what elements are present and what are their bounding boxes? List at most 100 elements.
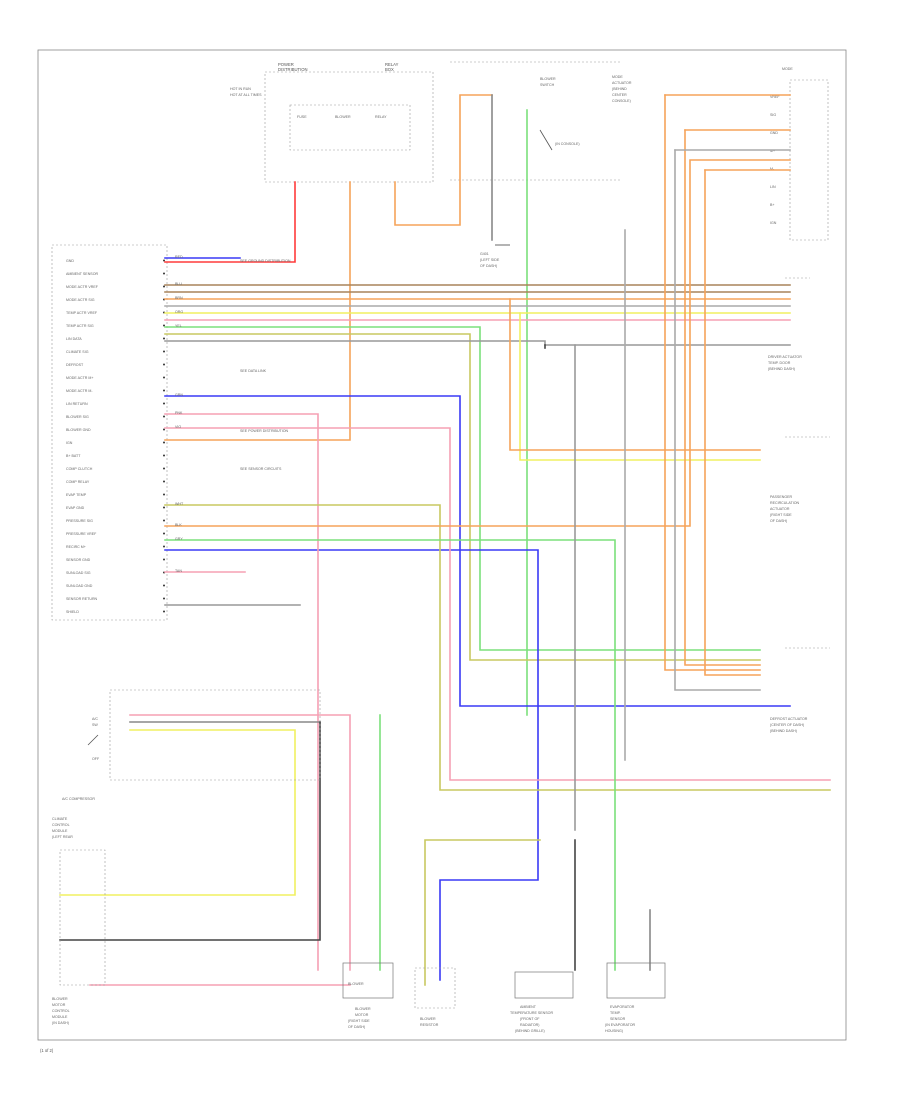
wire-color-tag: TAN [175, 569, 182, 573]
recirc-actuator-box: PASSENGER RECIRCULATION ACTUATOR (RIGHT … [770, 436, 830, 523]
blower-module-label-5: (IN DASH) [52, 1021, 69, 1025]
pdb-sub-fuse: FUSE [297, 115, 307, 119]
module-pin-dot [163, 402, 165, 405]
temp-actr-label-1: DRIVER ACTUATOR [768, 355, 802, 359]
wire-orange-right [509, 298, 761, 451]
wire-olive-mid [424, 839, 541, 986]
mode-actr-label-2: ACTUATOR [612, 81, 632, 85]
mode-actr-label-3: (BEHIND [612, 87, 627, 91]
ground-top-label-1: G401 [480, 252, 489, 256]
ambient-label-1: AMBIENT [520, 1005, 537, 1009]
hot-label-2: HOT AT ALL TIMES [230, 93, 262, 97]
footer-code: (1 of 2) [40, 1048, 54, 1053]
defrost-label-2: (CENTER OF DASH) [770, 723, 804, 727]
wire-color-tag: YEL [175, 324, 182, 328]
module-pin-dot [163, 493, 165, 496]
module-pin-dot [163, 350, 165, 353]
blower-motor: BLOWER BLOWER MOTOR (RIGHT SIDE OF DASH) [342, 962, 394, 1029]
ground-top-label-2: (LEFT SIDE [480, 258, 500, 262]
module-pin-label: IGN [66, 441, 73, 445]
ambient-label-3: (FRONT OF [520, 1017, 540, 1021]
climate-control-switch: A/C SW OFF A/C COMPRESSOR [62, 689, 321, 801]
module-pin-label: DEFROST [66, 363, 84, 367]
wire-yellow-ll [59, 729, 296, 896]
blower-motor-label-4: OF DASH) [348, 1025, 365, 1029]
mode-actuator-box: MODE [782, 67, 829, 241]
blower-module-label-3: CONTROL [52, 1009, 70, 1013]
module-pin-dot [163, 480, 165, 483]
ccm-label-1: CLIMATE [52, 817, 68, 821]
module-pin-label: SENSOR GND [66, 558, 91, 562]
module-pin-dot [163, 467, 165, 470]
wire-harness [59, 94, 831, 986]
module-pin-label: COMP RELAY [66, 480, 90, 484]
module-pin-label: EVAP TEMP [66, 493, 87, 497]
module-pin-label: BLOWER GND [66, 428, 91, 432]
wire-color-tag: RED [175, 255, 183, 259]
wire-pink-ll1 [129, 714, 351, 971]
ambient-label-4: RADIATOR) [520, 1023, 539, 1027]
blower-resistor: BLOWER RESISTOR [414, 967, 456, 1027]
wire-orange-relay [394, 94, 493, 226]
module-pin-dot [163, 324, 165, 327]
wire-green-long [164, 539, 616, 971]
mode-actuator-pin-label: LIN [770, 185, 776, 189]
module-pin-label: B+ BATT [66, 454, 81, 458]
defrost-label-3: (BEHIND DASH) [770, 729, 797, 733]
mode-actr-label-1: MODE [612, 75, 623, 79]
module-pin-dot [163, 597, 165, 600]
module-pin-dot [163, 545, 165, 548]
module-pin-dot [163, 376, 165, 379]
module-pin-label: PRESSURE VREF [66, 532, 97, 536]
mode-actuator-pin-label: IGN [770, 221, 777, 225]
evap-label-3: SENSOR [610, 1017, 626, 1021]
wire-black-ll [59, 721, 321, 941]
module-pin-label: EVAP GND [66, 506, 85, 510]
recirc-label-5: OF DASH) [770, 519, 787, 523]
ccm-label-4: (LEFT REAR [52, 835, 73, 839]
module-pin-label: LIN DATA [66, 337, 82, 341]
wire-green-2 [164, 326, 761, 651]
blower-motor-label-1: BLOWER [355, 1007, 371, 1011]
wire-yellow-right [519, 312, 761, 461]
temp-actr-label-3: (BEHIND DASH) [768, 367, 795, 371]
pdb-label-1: POWER [278, 62, 294, 67]
module-pin-label: GND [66, 259, 74, 263]
ground-top: G401 (LEFT SIDE OF DASH) [480, 244, 510, 268]
switch-ac-label: A/C [92, 717, 98, 721]
blower-module-label-4: MODULE [52, 1015, 68, 1019]
evap-label-2: TEMP. [610, 1011, 621, 1015]
module-pin-dot [163, 532, 165, 535]
evap-label-5: HOUSING) [605, 1029, 623, 1033]
wire-color-tag: WHT [175, 502, 184, 506]
module-pin-label: RECIRC M+ [66, 545, 86, 549]
blower-resistor-label-2: RESISTOR [420, 1023, 439, 1027]
module-pin-dot [163, 558, 165, 561]
mode-actuator-pin-label: SIG [770, 113, 776, 117]
module-pin-dot [163, 285, 165, 288]
wire-color-tag: ORG [175, 310, 183, 314]
wire-pink-long [164, 427, 831, 781]
wire-olive-long [164, 504, 831, 791]
module-pin-label: TEMP ACTR SIG [66, 324, 94, 328]
switch-label-3: (IN CONSOLE) [555, 142, 580, 146]
temp-actr-label-2: TEMP. DOOR [768, 361, 791, 365]
blower-motor-pins: BLOWER [348, 982, 364, 986]
module-pin-dot [163, 389, 165, 392]
module-pin-label: BLOWER SIG [66, 415, 89, 419]
blower-module-box: BLOWER MOTOR CONTROL MODULE (IN DASH) [52, 849, 106, 1025]
mode-actr-label-4: CENTER [612, 93, 627, 97]
module-pin-dot [163, 454, 165, 457]
pdb-label-2: DISTRIBUTION [278, 67, 308, 72]
relay-box-label-1: RELAY [385, 62, 399, 67]
blower-resistor-label-1: BLOWER [420, 1017, 436, 1021]
wire-note-label: SEE GROUND DISTRIBUTION [240, 259, 291, 263]
switch-label-2: SWITCH [540, 83, 555, 87]
relay-box-label-2: BOX [385, 67, 394, 72]
temp-actuator-box: DRIVER ACTUATOR TEMP. DOOR (BEHIND DASH) [768, 277, 810, 371]
module-pin-label: TEMP ACTR VREF [66, 311, 98, 315]
wire-note-label: SEE DATA LINK [240, 369, 267, 373]
